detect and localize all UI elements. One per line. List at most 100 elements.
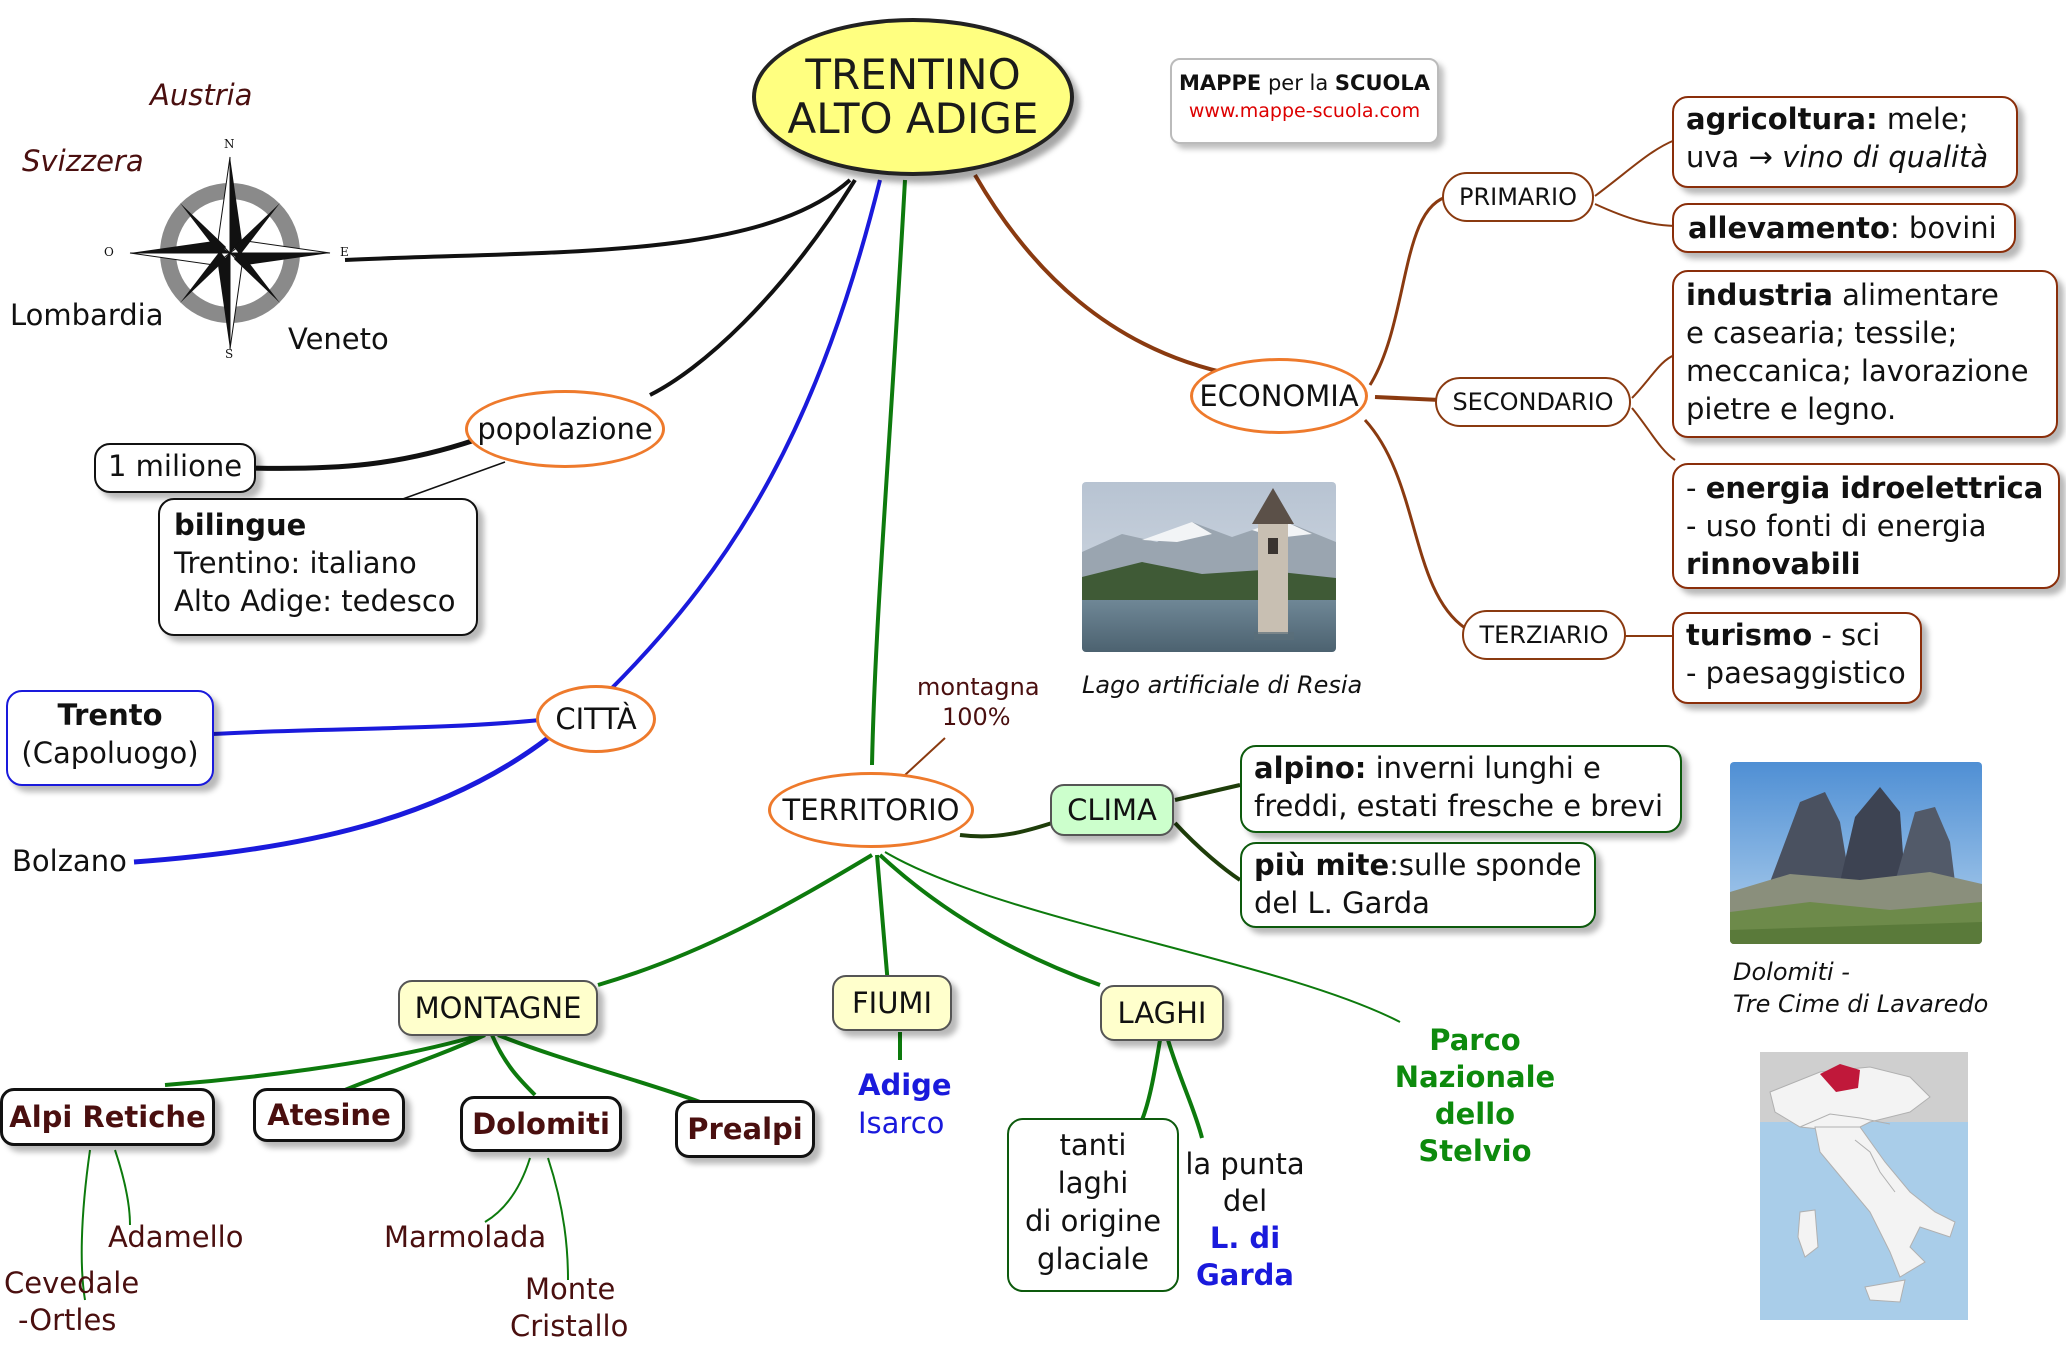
box-tanti-laghi: tanti laghi di origine glaciale (1007, 1118, 1179, 1292)
caption-dolomiti-2: Tre Cime di Lavaredo (1733, 990, 1989, 1018)
bilingue-title: bilingue (174, 508, 307, 542)
tanti-line3: di origine (1024, 1204, 1162, 1238)
industria-text: alimentare (1832, 278, 1999, 312)
turismo-text: - sci (1812, 618, 1881, 652)
industria-line3: meccanica; lavorazione (1686, 354, 2029, 388)
tanti-line4: glaciale (1037, 1242, 1149, 1276)
italy-map-icon (1760, 1052, 1968, 1320)
agricoltura-label: agricoltura: (1686, 102, 1878, 136)
compass-s: S (225, 347, 234, 361)
alpino-text: inverni lunghi e (1366, 751, 1601, 785)
bilingue-line1: Trentino: italiano (174, 546, 417, 580)
agricoltura-text: mele; (1877, 102, 1969, 136)
logo-box: MAPPE per la SCUOLA www.mappe-scuola.com (1170, 58, 1439, 144)
box-1-milione: 1 milione (94, 443, 257, 493)
garda-line1: L. di (1209, 1221, 1281, 1255)
industria-label: industria (1686, 278, 1833, 312)
trento-name: Trento (57, 698, 163, 732)
turismo-paesaggistico: - paesaggistico (1686, 656, 1906, 690)
turismo-label: turismo (1686, 618, 1813, 652)
label-monte-1: Monte (525, 1272, 616, 1306)
node-clima[interactable]: CLIMA (1050, 784, 1174, 836)
punta-line1: la punta (1185, 1147, 1305, 1181)
label-lombardia: Lombardia (10, 298, 164, 332)
energia-fonti: - uso fonti di energia (1686, 509, 1987, 543)
label-austria: Austria (150, 78, 253, 112)
photo-dolomiti (1730, 762, 1982, 944)
label-parco-stelvio: Parco Nazionale dello Stelvio (1370, 1022, 1580, 1170)
node-dolomiti[interactable]: Dolomiti (460, 1096, 622, 1152)
caption-lago-resia: Lago artificiale di Resia (1082, 671, 1363, 699)
caption-dolomiti-1: Dolomiti - (1733, 958, 1850, 986)
industria-line4: pietre e legno. (1686, 392, 1897, 426)
node-prealpi[interactable]: Prealpi (675, 1100, 815, 1158)
box-agricoltura: agricoltura: mele; uva → vino di qualità (1672, 96, 2018, 188)
mite-line2: del L. Garda (1254, 886, 1430, 920)
box-turismo: turismo - sci - paesaggistico (1672, 612, 1922, 704)
node-fiumi[interactable]: FIUMI (832, 975, 952, 1031)
node-primario[interactable]: PRIMARIO (1442, 172, 1594, 222)
node-popolazione[interactable]: popolazione (465, 390, 665, 468)
punta-line2: del (1222, 1184, 1268, 1218)
industria-line2: e casearia; tessile; (1686, 316, 1958, 350)
trento-capoluogo: (Capoluogo) (21, 736, 199, 770)
label-cevedale-1: Cevedale (4, 1266, 140, 1300)
node-secondario[interactable]: SECONDARIO (1435, 377, 1631, 427)
node-alpi-retiche[interactable]: Alpi Retiche (0, 1088, 215, 1146)
tanti-line2: laghi (1057, 1166, 1129, 1200)
uva-text: uva → (1686, 140, 1783, 174)
note-montagna-2: 100% (942, 703, 1011, 731)
box-alpino: alpino: inverni lunghi e freddi, estati … (1240, 745, 1682, 833)
energia-dash: - (1686, 471, 1706, 505)
note-montagna-1: montagna (917, 673, 1040, 701)
label-bolzano: Bolzano (12, 844, 127, 878)
label-svizzera: Svizzera (22, 144, 144, 178)
label-adige: Adige (858, 1068, 952, 1102)
node-atesine[interactable]: Atesine (253, 1088, 405, 1142)
node-territorio[interactable]: TERRITORIO (768, 772, 974, 848)
label-cevedale-2: -Ortles (18, 1303, 117, 1337)
photo-lago-resia (1082, 482, 1336, 652)
alpino-label: alpino: (1254, 751, 1367, 785)
parco-line1: Parco (1429, 1023, 1521, 1057)
node-economia[interactable]: ECONOMIA (1190, 358, 1368, 434)
alpino-line2: freddi, estati fresche e brevi (1254, 789, 1664, 823)
title-line2: ALTO ADIGE (787, 94, 1039, 143)
mite-label: più mite (1254, 848, 1390, 882)
garda-line2: Garda (1195, 1258, 1294, 1292)
parco-line2: Nazionale (1394, 1060, 1556, 1094)
label-monte-2: Cristallo (510, 1309, 629, 1343)
node-laghi[interactable]: LAGHI (1100, 985, 1224, 1041)
box-piu-mite: più mite:sulle sponde del L. Garda (1240, 842, 1596, 928)
compass-o: O (104, 245, 114, 259)
mite-text: :sulle sponde (1389, 848, 1582, 882)
title-ellipse: TRENTINO ALTO ADIGE (752, 18, 1074, 176)
allevamento-label: allevamento (1688, 211, 1890, 245)
logo-scuola: SCUOLA (1334, 71, 1430, 95)
node-montagne[interactable]: MONTAGNE (398, 980, 598, 1036)
label-punta-garda: la punta del L. di Garda (1180, 1146, 1310, 1294)
box-trento: Trento (Capoluogo) (6, 690, 214, 786)
label-isarco: Isarco (858, 1106, 945, 1140)
label-marmolada: Marmolada (384, 1220, 547, 1254)
parco-line4: Stelvio (1418, 1134, 1532, 1168)
tanti-line1: tanti (1059, 1128, 1127, 1162)
logo-url[interactable]: www.mappe-scuola.com (1188, 100, 1421, 122)
compass-n: N (224, 137, 235, 151)
node-terziario[interactable]: TERZIARIO (1462, 610, 1626, 660)
node-citta[interactable]: CITTÀ (536, 685, 656, 753)
label-adamello: Adamello (108, 1220, 244, 1254)
logo-per-la: per la (1267, 71, 1329, 95)
energia-label: energia idroelettrica (1705, 471, 2044, 505)
title-line1: TRENTINO (805, 50, 1021, 99)
box-bilingue: bilingue Trentino: italiano Alto Adige: … (158, 498, 478, 636)
logo-mappe: MAPPE (1179, 71, 1262, 95)
parco-line3: dello (1434, 1097, 1516, 1131)
box-energia: - energia idroelettrica - uso fonti di e… (1672, 463, 2060, 589)
bilingue-line2: Alto Adige: tedesco (174, 584, 456, 618)
label-veneto: Veneto (288, 322, 389, 356)
allevamento-text: : bovini (1889, 211, 1997, 245)
energia-rinnovabili: rinnovabili (1686, 547, 1861, 581)
compass-e: E (340, 245, 349, 259)
